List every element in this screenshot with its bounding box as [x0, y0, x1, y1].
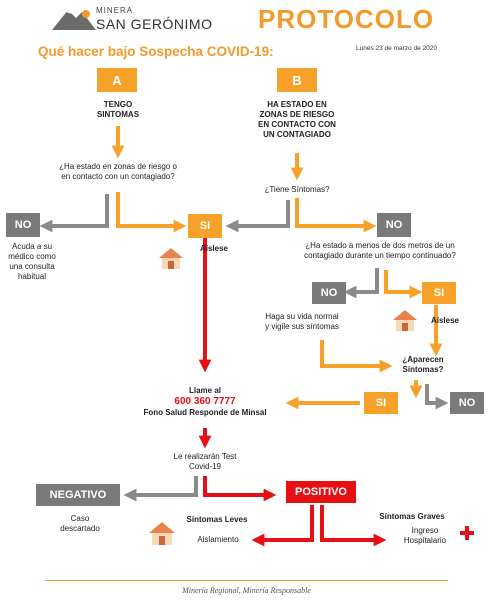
box-no-1: NO: [6, 213, 40, 237]
page-title: PROTOCOLO: [258, 4, 435, 34]
house-icon: [393, 310, 417, 331]
box-a: A: [97, 68, 137, 92]
footer-divider: [45, 580, 448, 581]
box-si-1: SI: [188, 214, 222, 238]
fono-salud-responde: Fono Salud Responde de Minsal: [143, 408, 267, 417]
red-cross-icon: [460, 526, 474, 540]
logo-company-name: SAN GERÓNIMO: [96, 16, 213, 32]
page-subtitle: Qué hacer bajo Sospecha COVID-19:: [38, 44, 274, 59]
box-no-2: NO: [377, 213, 411, 237]
box-si-2: SI: [422, 282, 456, 304]
box-b: B: [277, 68, 317, 92]
box-si-3: SI: [364, 392, 398, 414]
box-no-3: NO: [312, 282, 346, 304]
phone-number: 600 360 7777: [174, 396, 236, 407]
date-label: Lunes 23 de marzo de 2020: [356, 45, 437, 52]
aislese-1: Aíslese: [199, 244, 229, 253]
box-negativo: NEGATIVO: [36, 484, 120, 506]
aislamiento: Aislamiento: [197, 535, 239, 544]
sintomas-graves: Síntomas Graves: [379, 512, 445, 521]
box-positivo: POSITIVO: [286, 481, 356, 503]
question-tiene-sintomas: ¿Tiene Síntomas?: [264, 185, 330, 194]
llame-al: Llame al: [188, 386, 221, 395]
house-icon: [159, 248, 183, 269]
box-no-4: NO: [450, 392, 484, 414]
aislese-2: Aíslese: [430, 316, 460, 325]
house-icon: [149, 522, 175, 545]
logo-company-prefix: MINERA: [96, 6, 134, 15]
sintomas-leves: Síntomas Leves: [186, 515, 248, 524]
footer-slogan: Minería Regional, Minería Responsable: [182, 586, 311, 595]
mountain-logo-icon: [52, 10, 96, 30]
